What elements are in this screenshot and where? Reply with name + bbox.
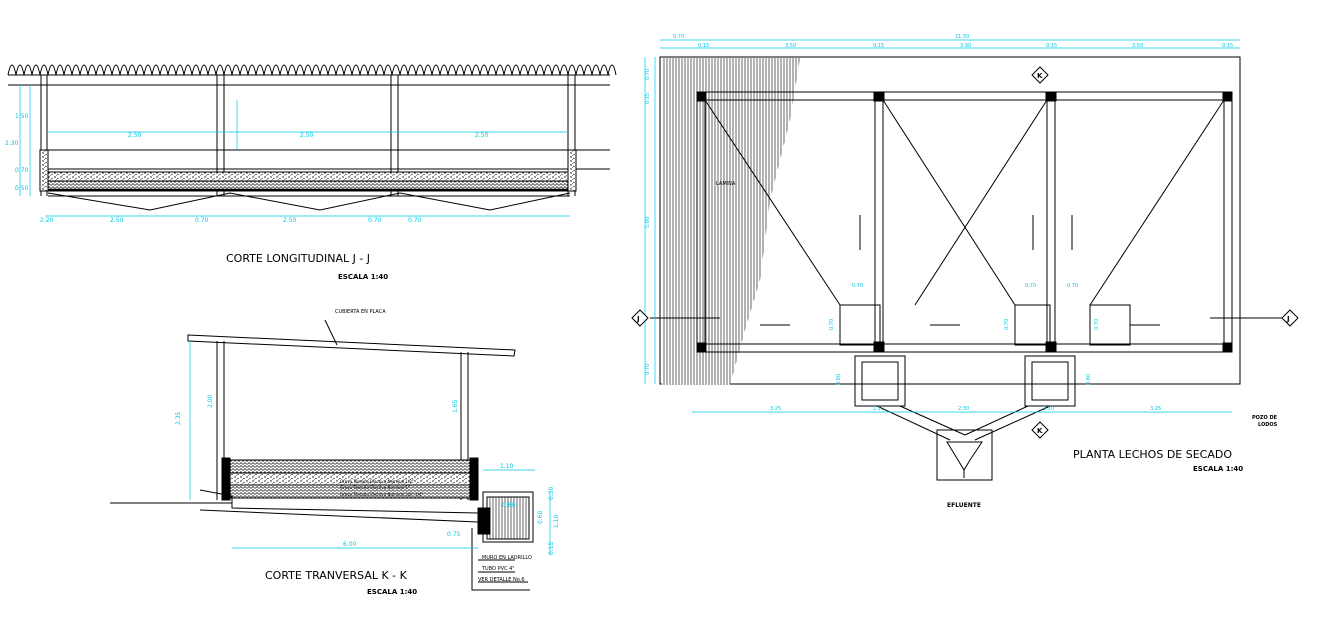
lamina-hatch	[662, 58, 800, 385]
note-tubo: TUBO PVC 4"	[481, 566, 515, 572]
dim-left-3: 0.70	[15, 167, 29, 174]
corrugated-roof	[7, 64, 617, 76]
marker-j-right-label: J	[1286, 315, 1290, 323]
p-dim-top-1: 0.70	[673, 34, 684, 40]
p-dim-misc-1: 0.70	[852, 283, 863, 289]
p-dim-bottom-2: 1.10	[873, 406, 884, 412]
dim-bottom-5: 0.70	[368, 217, 382, 224]
p-dim-misc-2: 0.70	[1025, 283, 1036, 289]
p-dim-top-3: 0.15	[698, 43, 709, 49]
p-dim-bottom-3: 2.30	[958, 406, 969, 412]
p-dim-misc-12: 5.80	[645, 217, 651, 228]
p-dim-top-8: 3.50	[1132, 43, 1143, 49]
transversal-gravel-top	[225, 459, 472, 474]
dim-bottom-2: 2.50	[110, 217, 124, 224]
plan-scale: ESCALA 1:40	[1193, 465, 1243, 473]
t-dim-1: 2.35	[175, 411, 182, 425]
dim-bottom-4: 2.50	[283, 217, 297, 224]
p-dim-misc-3: 0.70	[1067, 283, 1078, 289]
longitudinal-dim-bottom: 2.20 2.50 0.70 2.50 0.70 0.70	[40, 217, 422, 224]
dim-bottom-6: 0.70	[408, 217, 422, 224]
t-dim-2: 2.00	[207, 394, 214, 408]
t-dim-11: 0.15	[548, 541, 555, 555]
bed-gravel-layer	[47, 171, 569, 182]
transversal-title: CORTE TRANVERSAL K - K	[265, 569, 408, 582]
t-dim-9: 1.10	[553, 514, 560, 528]
dim-left-2: 2.30	[5, 140, 19, 147]
t-dim-6: 1.10	[500, 463, 514, 470]
p-dim-bottom-1: 3.25	[770, 406, 781, 412]
p-dim-top-9: 0.15	[1222, 43, 1233, 49]
note-muro: MURO EN LADRILLO	[482, 555, 532, 561]
t-dim-7: 0.80	[502, 502, 516, 509]
p-dim-misc-10: 0.15	[645, 93, 651, 104]
p-dim-misc-8: 0.80	[1086, 374, 1092, 385]
pozo-label-1: POZO DE	[1252, 415, 1278, 421]
dim-top-3: 2.50	[475, 132, 489, 139]
longitudinal-dim-left: 1.50 2.30 0.70 0.50	[5, 113, 29, 192]
dim-left-1: 1.50	[15, 113, 29, 120]
t-dim-8: 0.60	[537, 510, 544, 524]
lamina-label: LAMINA	[716, 181, 736, 187]
gravel-labels: Grava Tamaño Efectiva Nominal 1/2" Grava…	[340, 479, 423, 497]
marker-j-left-label: J	[636, 315, 640, 323]
plan-view	[644, 39, 1282, 481]
p-dim-top-4: 3.50	[785, 43, 796, 49]
p-dim-misc-6: 0.70	[1094, 319, 1100, 330]
pozo-label-2: LODOS	[1258, 422, 1278, 428]
marker-k-top: K	[1031, 66, 1049, 84]
t-dim-3: 1.65	[452, 399, 459, 413]
p-dim-bottom-4: 1.10	[1043, 406, 1054, 412]
t-dim-10: 0.30	[548, 486, 555, 500]
transversal-scale: ESCALA 1:40	[367, 588, 417, 596]
roof-label: CUBIERTA EN PLACA	[335, 309, 386, 315]
t-dim-4: 6.00	[343, 541, 357, 548]
marker-k-bottom: K	[1031, 421, 1049, 439]
longitudinal-scale: ESCALA 1:40	[338, 273, 388, 281]
p-dim-top-6: 3.90	[960, 43, 971, 49]
marker-j-left: J	[631, 309, 649, 327]
gravel-label-3: Grava Tamaño Efectivo Nominal 3/8"-3/4"	[340, 492, 423, 497]
dim-left-4: 0.50	[15, 185, 29, 192]
gravel-label-2: Grava Tamaño Efectivo Nominal 1"	[340, 485, 410, 490]
p-dim-bottom-5: 3.25	[1150, 406, 1161, 412]
plan-dims-top: 0.70 11.50 0.15 3.50 0.15 3.90 0.15 3.50…	[673, 34, 1233, 49]
efluente-label: EFLUENTE	[947, 502, 981, 509]
p-dim-misc-9: 0.70	[645, 69, 651, 80]
p-dim-misc-4: 0.70	[829, 319, 835, 330]
plan-title: PLANTA LECHOS DE SECADO	[1073, 448, 1232, 461]
dim-top-2: 2.50	[300, 132, 314, 139]
plan-dims-bottom: 3.25 1.10 2.30 1.10 3.25	[770, 406, 1161, 412]
roof-wave-path	[7, 64, 617, 76]
dim-bottom-3: 0.70	[195, 217, 209, 224]
p-dim-top-2: 11.50	[955, 34, 969, 40]
p-dim-misc-7: 0.80	[836, 374, 842, 385]
longitudinal-dim-top: 2.50 2.50 2.50	[128, 132, 489, 139]
transversal-notes: MURO EN LADRILLO TUBO PVC 4" VER DETALLE…	[478, 555, 532, 583]
longitudinal-title: CORTE LONGITUDINAL J - J	[226, 252, 370, 265]
plan-dims-misc: 0.70 0.70 0.70 0.70 0.70 0.70 0.80 0.80 …	[645, 69, 1100, 385]
p-dim-top-7: 0.15	[1046, 43, 1057, 49]
marker-k-bottom-label: K	[1037, 427, 1043, 435]
gravel-label-1: Grava Tamaño Efectiva Nominal 1/2"	[340, 479, 414, 484]
p-dim-misc-11: 0.70	[645, 364, 651, 375]
note-detalle: VER DETALLE No.6	[478, 577, 525, 583]
longitudinal-section	[7, 64, 617, 217]
dim-top-1: 2.50	[128, 132, 142, 139]
p-dim-top-5: 0.15	[873, 43, 884, 49]
marker-j-right: J	[1281, 309, 1299, 327]
transversal-section	[110, 319, 551, 591]
marker-k-top-label: K	[1037, 72, 1043, 80]
dim-bottom-1: 2.20	[40, 217, 54, 224]
transversal-dims: 2.35 2.00 1.65 6.00 0.75 1.10 0.80 0.60 …	[175, 394, 560, 555]
t-dim-5: 0.75	[447, 531, 461, 538]
p-dim-misc-5: 0.70	[1004, 319, 1010, 330]
